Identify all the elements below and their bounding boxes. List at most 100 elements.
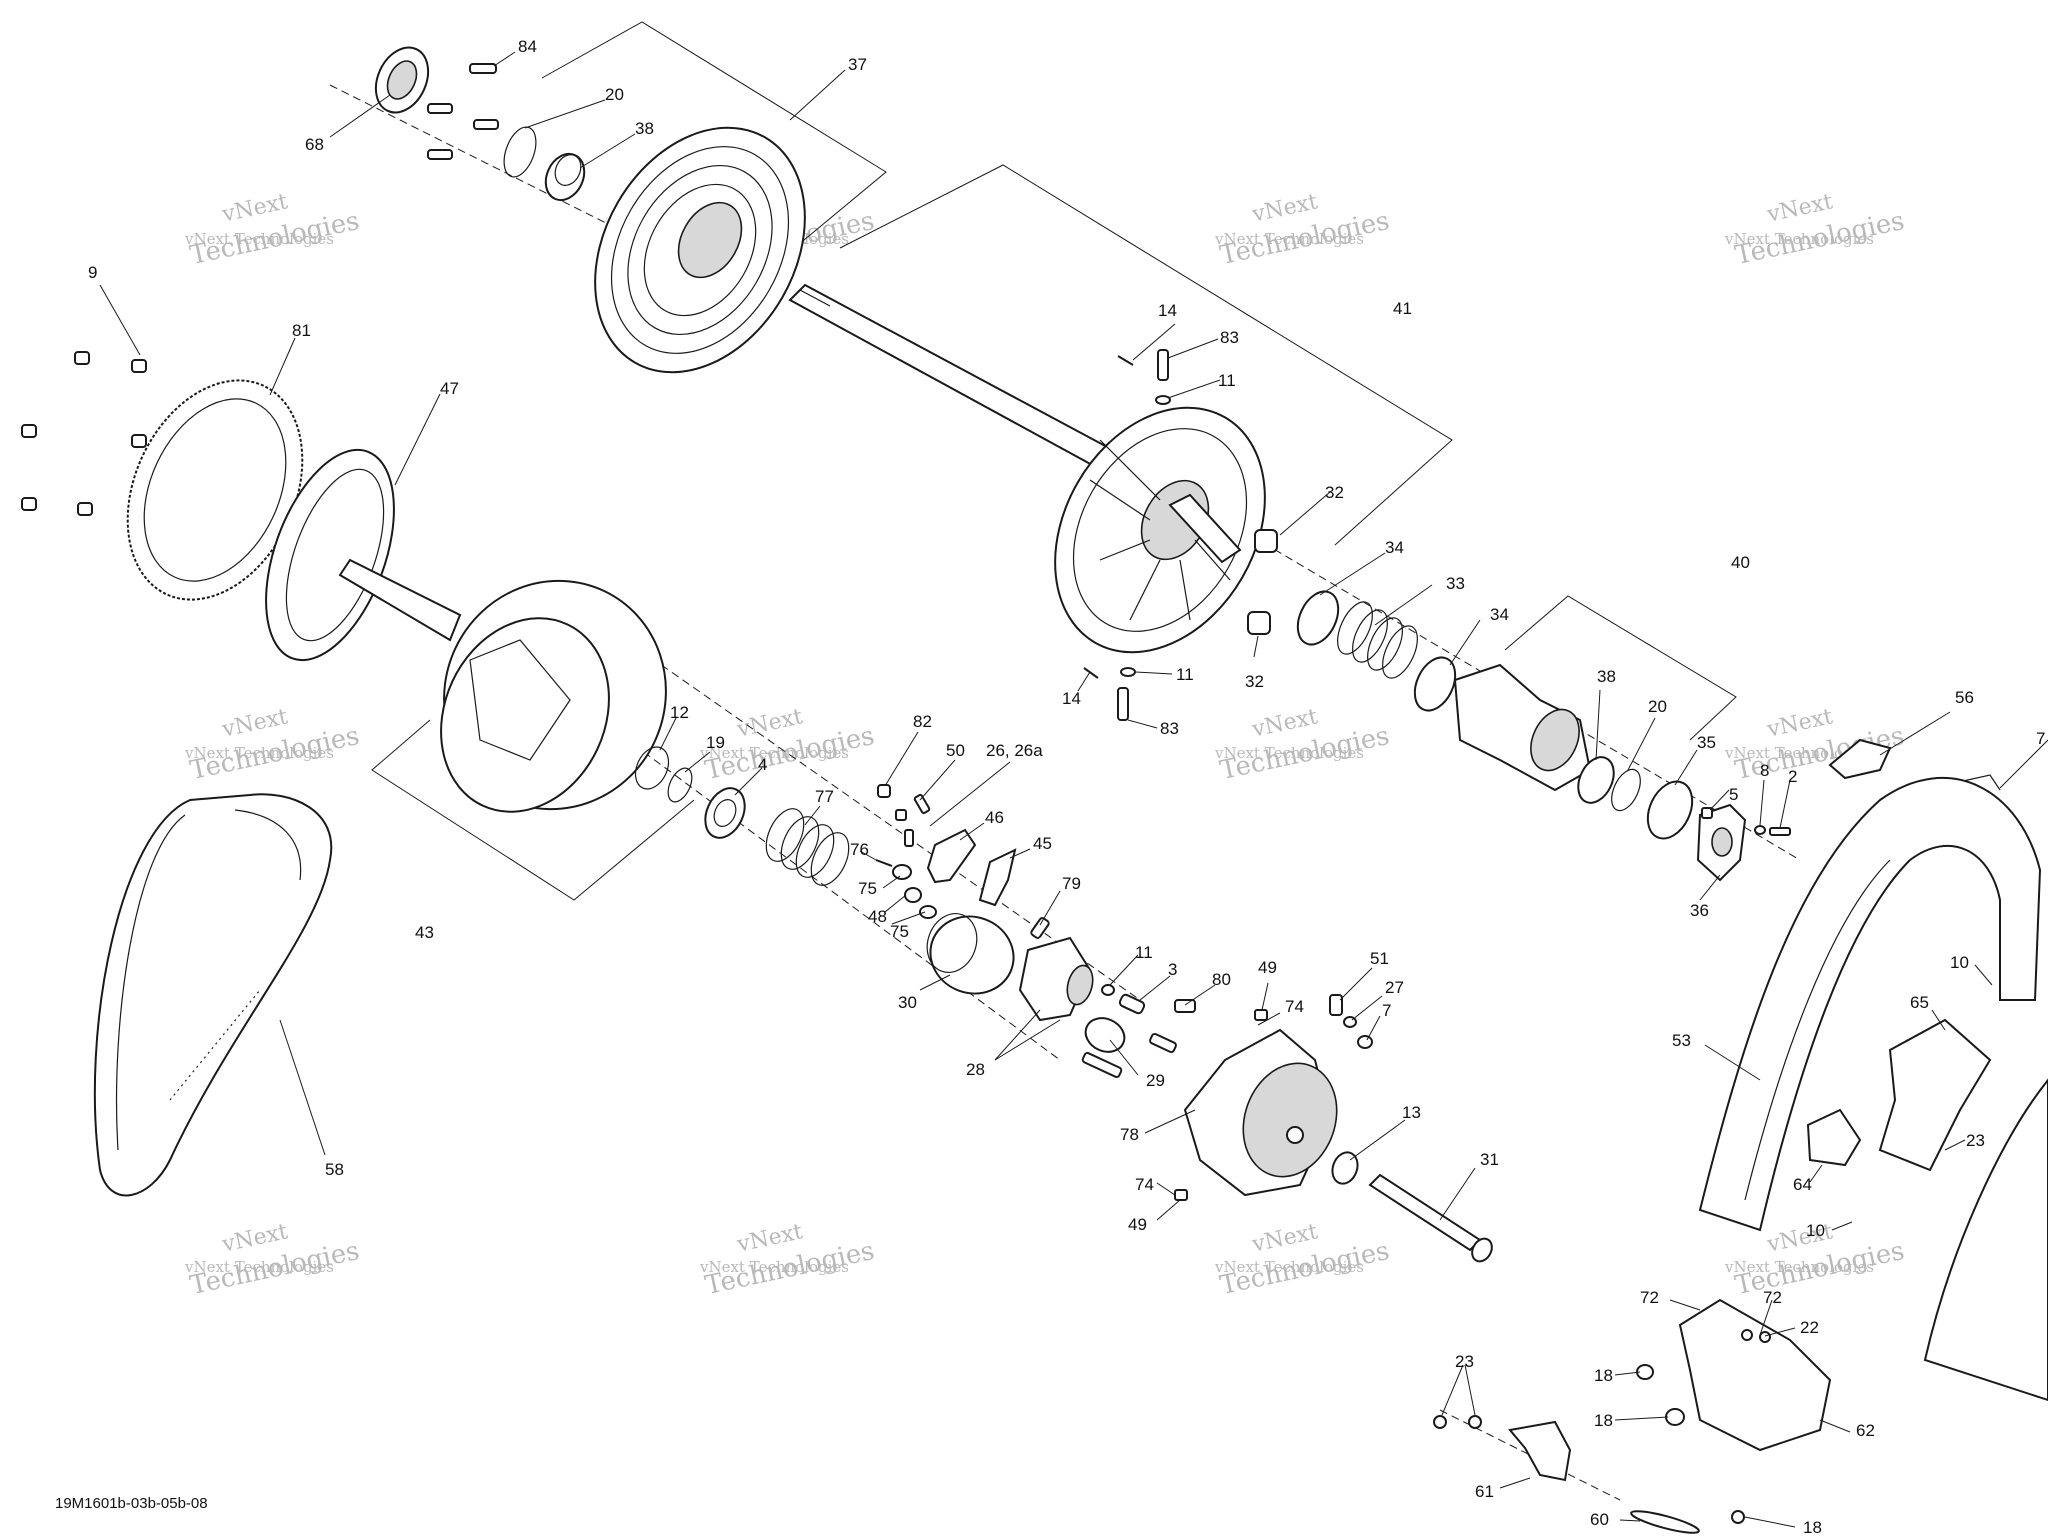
callout-65: 65 [1910, 993, 1929, 1012]
callout-18: 18 [1803, 1518, 1822, 1536]
callout-36: 36 [1690, 901, 1709, 920]
callout-labels: 84 20 37 68 38 9 81 47 14 83 11 41 32 34… [88, 37, 2045, 1536]
part-belt-58 [93, 793, 333, 1197]
watermark: vNext Technologies [187, 704, 362, 786]
callout-18: 18 [1594, 1411, 1613, 1430]
watermark: vNext Technologies [1732, 189, 1907, 271]
part-bolt-31 [1368, 1173, 1493, 1263]
callout-28: 28 [966, 1060, 985, 1079]
callout-18: 18 [1594, 1366, 1613, 1385]
callout-75: 75 [890, 922, 909, 941]
watermark-text: vNext Technologies [1214, 744, 1364, 762]
callout-76: 76 [850, 840, 869, 859]
watermark-text: vNext Technologies [1724, 230, 1874, 248]
callout-19: 19 [706, 733, 725, 752]
callout-7: 7 [1382, 1001, 1391, 1020]
callout-77: 77 [815, 787, 834, 806]
callout-2: 2 [1788, 767, 1797, 786]
callout-38: 38 [635, 119, 654, 138]
callout-80: 80 [1212, 970, 1231, 989]
part-spring-77 [765, 808, 850, 886]
callout-14: 14 [1158, 301, 1177, 320]
part-frame-53 [1698, 776, 2042, 1232]
drawing-code: 19M1601b-03b-05b-08 [55, 1495, 208, 1512]
callout-32: 32 [1245, 672, 1264, 691]
part-guard-56 [1828, 738, 1892, 780]
part-bracket-65 [1878, 1018, 1992, 1172]
callout-20: 20 [1648, 697, 1667, 716]
callout-81: 81 [292, 321, 311, 340]
part-pin-79 [1030, 917, 1050, 939]
callout-10: 10 [1806, 1221, 1825, 1240]
callout-14: 14 [1062, 689, 1081, 708]
callout-32: 32 [1325, 483, 1344, 502]
assembly-axes [169, 84, 1801, 1501]
watermark: vNext Technologies [187, 1219, 362, 1301]
group-brackets [371, 21, 1737, 901]
callout-60: 60 [1590, 1510, 1609, 1529]
watermark-text: vNext Technologies [1724, 1258, 1874, 1276]
watermark: vNext Technologies [1732, 704, 1907, 786]
watermark-text: vNext Technologies [184, 230, 334, 248]
part-weight-45 [978, 848, 1017, 907]
callout-29: 29 [1146, 1071, 1165, 1090]
watermark-text: vNext Technologies [699, 1258, 849, 1276]
part-cap-49a [1254, 1009, 1268, 1021]
callout-64: 64 [1793, 1175, 1812, 1194]
callout-30: 30 [898, 993, 917, 1012]
part-small-hardware-bottom [1433, 1329, 1771, 1524]
part-arm-46 [926, 828, 977, 884]
callout-8: 8 [1760, 761, 1769, 780]
callout-20: 20 [605, 85, 624, 104]
part-cam-40 [1453, 663, 1592, 792]
part-bracket-61 [1508, 1420, 1572, 1482]
watermark: vNext Technologies [1217, 1219, 1392, 1301]
callout-41: 41 [1393, 299, 1412, 318]
part-washer-35 [1646, 780, 1694, 840]
callout-22: 22 [1800, 1318, 1819, 1337]
watermark-text: vNext Technologies [1724, 744, 1874, 762]
callout-51: 51 [1370, 949, 1389, 968]
watermark-text: vNext Technologies [184, 1258, 334, 1276]
callout-46: 46 [985, 808, 1004, 827]
watermark-text: vNext Technologies [699, 744, 849, 762]
callout-74: 74 [1135, 1175, 1154, 1194]
part-washer-34a [1296, 590, 1340, 646]
part-small-hardware-lower [1081, 984, 1196, 1078]
callout-7: 7 [2036, 729, 2045, 748]
callout-11: 11 [1135, 943, 1153, 962]
part-washer-13 [1331, 1151, 1359, 1185]
part-movable-sheave-41 [1054, 406, 1266, 654]
callout-79: 79 [1062, 874, 1081, 893]
watermark: vNext Technologies [187, 189, 362, 271]
callout-35: 35 [1697, 733, 1716, 752]
callout-34: 34 [1490, 605, 1509, 624]
callout-38: 38 [1597, 667, 1616, 686]
callout-26-26a: 26, 26a [986, 741, 1043, 760]
watermark: vNext Technologies [1217, 704, 1392, 786]
callout-68: 68 [305, 135, 324, 154]
callout-48: 48 [868, 907, 887, 926]
callout-23: 23 [1966, 1131, 1985, 1150]
part-ring-20b [1611, 768, 1641, 812]
part-small-hardware-center [875, 784, 937, 919]
watermark: vNext Technologies [1217, 189, 1392, 271]
callout-33: 33 [1446, 574, 1465, 593]
callout-10: 10 [1950, 953, 1969, 972]
part-housing-43 [440, 579, 667, 813]
part-shield-62 [1678, 1298, 1832, 1452]
callout-61: 61 [1475, 1482, 1494, 1501]
callout-3: 3 [1168, 960, 1177, 979]
callout-53: 53 [1672, 1031, 1691, 1050]
part-cap-49b [1174, 1189, 1188, 1201]
part-bracket-64 [1806, 1108, 1862, 1167]
callout-84: 84 [518, 37, 537, 56]
callout-75: 75 [858, 879, 877, 898]
part-ring-19 [667, 767, 693, 803]
part-plate-60 [1630, 1510, 1700, 1534]
watermark: vNext Technologies [702, 1219, 877, 1301]
callout-49: 49 [1258, 958, 1277, 977]
callout-43: 43 [415, 923, 434, 942]
callout-40: 40 [1731, 553, 1750, 572]
